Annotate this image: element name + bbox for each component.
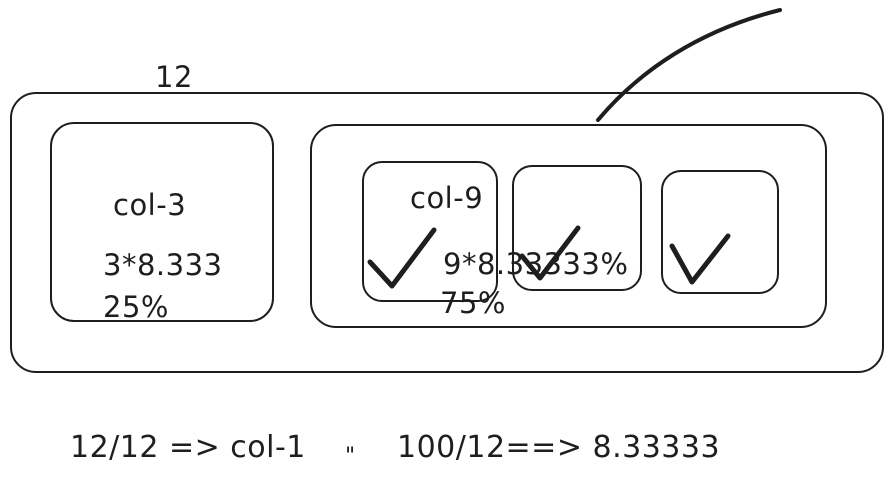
- col-3-percent: 25%: [103, 290, 169, 324]
- formula-right: 100/12==> 8.33333: [397, 430, 721, 465]
- col-3-label: col-3: [113, 188, 187, 222]
- nested-box-2: [512, 165, 642, 291]
- col-9-percent: 75%: [440, 286, 506, 320]
- col-3-box: [50, 122, 274, 322]
- nested-box-1: [362, 161, 498, 302]
- nested-box-3: [661, 170, 779, 294]
- col-9-label: col-9: [410, 181, 484, 215]
- grid-width-label: 12: [155, 60, 193, 94]
- col-9-box: [310, 124, 827, 328]
- row-container: [10, 92, 884, 373]
- formula-separator: ": [345, 444, 356, 469]
- formula-left: 12/12 => col-1: [70, 430, 306, 465]
- col-3-calc: 3*8.333: [103, 248, 223, 282]
- col-9-calc: 9*8.33333%: [443, 247, 629, 281]
